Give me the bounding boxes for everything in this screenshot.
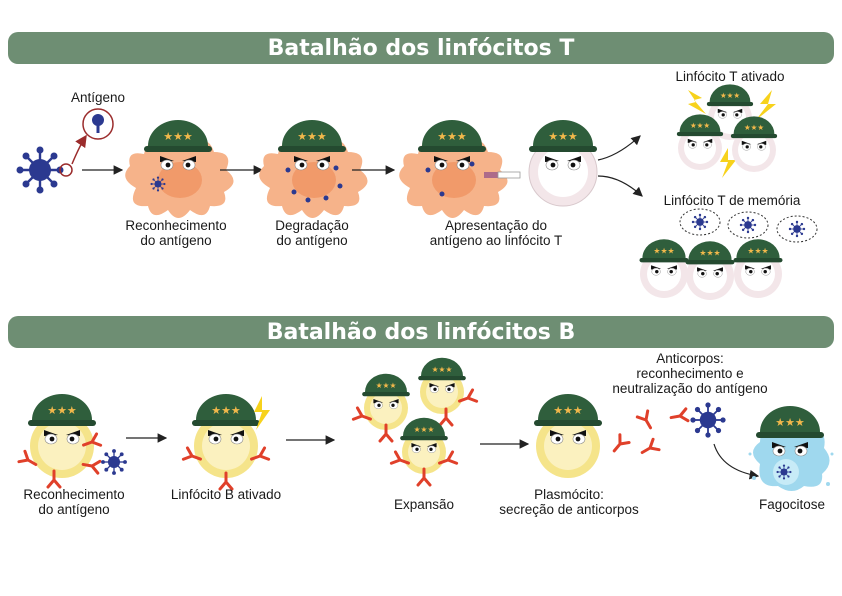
activated-t-cells-icon — [676, 84, 778, 178]
antigen-virus-icon — [100, 448, 128, 476]
b-lymphocyte-banner: Batalhão dos linfócitos B — [8, 316, 834, 348]
b-lymphocyte-recognition-icon — [17, 394, 103, 489]
antibodies-icon — [608, 407, 690, 460]
macrophage-recognition-icon — [125, 120, 234, 218]
b-step4-label: Plasmócito:secreção de anticorpos — [499, 487, 639, 517]
macrophage-presenting-icon — [399, 120, 508, 218]
activated-b-lymphocyte-icon — [181, 394, 271, 491]
plasmocyte-icon — [534, 394, 602, 478]
activated-t-label: Linfócito T ativado — [675, 69, 785, 84]
macrophage-degradation-icon — [259, 120, 368, 218]
memory-t-label: Linfócito T de memória — [663, 193, 801, 208]
b-step5-label: Fagocitose — [758, 497, 826, 512]
t-lymphocyte-icon — [528, 120, 598, 207]
memory-t-cells-icon — [639, 208, 818, 300]
t-lymphocyte-banner: Batalhão dos linfócitos T — [8, 32, 834, 64]
antigen-virus-icon — [15, 145, 65, 195]
b-step3-label: Expansão — [393, 497, 455, 512]
phagocyte-icon — [748, 406, 834, 491]
b-step2-label: Linfócito B ativado — [170, 487, 282, 502]
neutralized-antigen-icon — [689, 401, 727, 439]
b-section-title: Batalhão dos linfócitos B — [266, 319, 576, 345]
antigen-presentation-link — [484, 172, 498, 178]
b-lymphocyte-expansion-icon — [351, 357, 479, 487]
antigen-label: Antígeno — [70, 90, 126, 105]
t-section-title: Batalhão dos linfócitos T — [267, 35, 575, 61]
